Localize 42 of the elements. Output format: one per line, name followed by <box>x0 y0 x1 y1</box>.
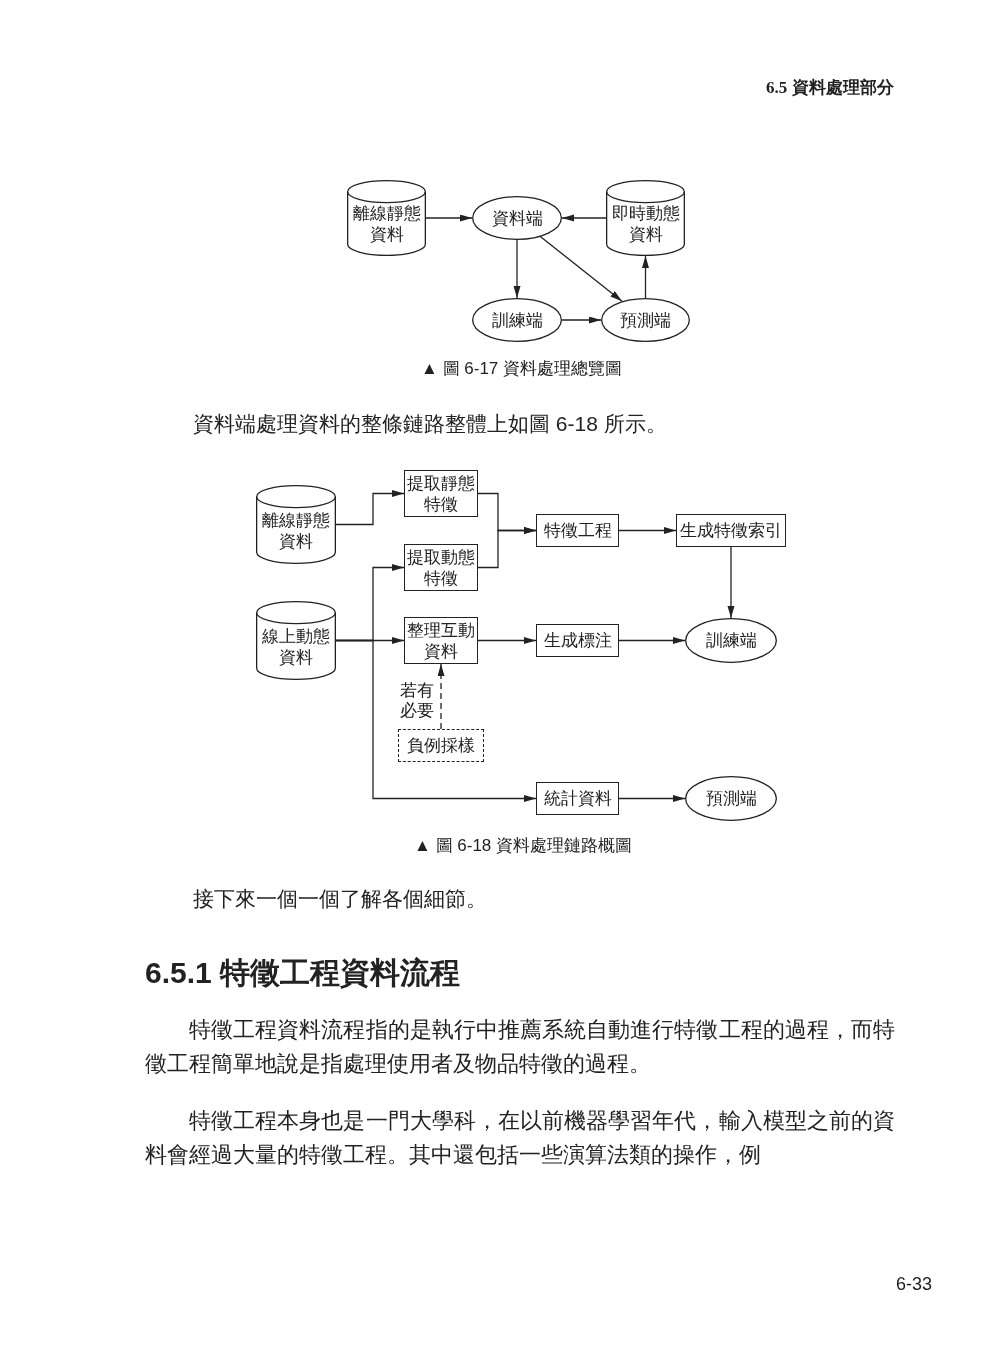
database-cylinder: 離線靜態資料 <box>256 485 336 564</box>
running-header: 6.5 資料處理部分 <box>766 77 894 99</box>
process-box: 提取靜態特徵 <box>404 470 478 517</box>
arrow <box>561 214 607 222</box>
arrow <box>618 637 686 644</box>
endpoint-ellipse: 資料端 <box>472 196 562 240</box>
arrow <box>477 527 537 569</box>
section-heading: 6.5.1 特徵工程資料流程 <box>145 955 461 991</box>
arrow <box>727 546 735 619</box>
arrow <box>513 239 521 299</box>
page-number: 6-33 <box>896 1273 933 1296</box>
database-cylinder: 線上動態資料 <box>256 601 336 680</box>
body-paragraph: 特徵工程資料流程指的是執行中推薦系統自動進行特徵工程的過程，而特徵工程簡單地說是指處理使用者及物品特徵的過程。 <box>145 1016 895 1078</box>
process-box: 提取動態特徵 <box>404 544 478 591</box>
arrow <box>618 527 677 534</box>
arrow <box>642 255 649 299</box>
arrow <box>335 639 537 802</box>
dashed-process-box: 負例採樣 <box>398 729 484 762</box>
arrow <box>539 236 623 302</box>
body-text: 接下來一個一個了解各個細節。 <box>193 886 487 912</box>
process-box: 整理互動資料 <box>404 617 478 664</box>
arrow <box>618 795 686 802</box>
edge-label: 若有必要 <box>400 680 436 721</box>
body-paragraph: 特徵工程本身也是一門大學科，在以前機器學習年代，輸入模型之前的資料會經過大量的特徵工程。其中還包括一些演算法類的操作，例 <box>145 1107 895 1169</box>
process-box: 生成特徵索引 <box>676 514 786 547</box>
process-box: 特徵工程 <box>536 514 619 547</box>
endpoint-ellipse: 預測端 <box>685 776 777 821</box>
arrow <box>335 490 405 526</box>
process-box: 生成標注 <box>536 624 619 657</box>
endpoint-ellipse: 預測端 <box>601 298 690 342</box>
database-cylinder: 即時動態資料 <box>606 180 685 256</box>
figure-caption: ▲ 圖 6-17 資料處理總覽圖 <box>421 358 623 380</box>
figure-caption: ▲ 圖 6-18 資料處理鏈路概圖 <box>414 835 633 857</box>
arrow <box>477 637 537 644</box>
body-text: 資料端處理資料的整條鏈路整體上如圖 6-18 所示。 <box>193 411 667 437</box>
endpoint-ellipse: 訓練端 <box>685 618 777 663</box>
arrow <box>425 214 473 222</box>
process-box: 統計資料 <box>536 782 619 815</box>
database-cylinder: 離線靜態資料 <box>347 180 426 256</box>
dashed-arrow <box>437 663 445 730</box>
arrow <box>561 316 602 324</box>
endpoint-ellipse: 訓練端 <box>472 298 562 342</box>
